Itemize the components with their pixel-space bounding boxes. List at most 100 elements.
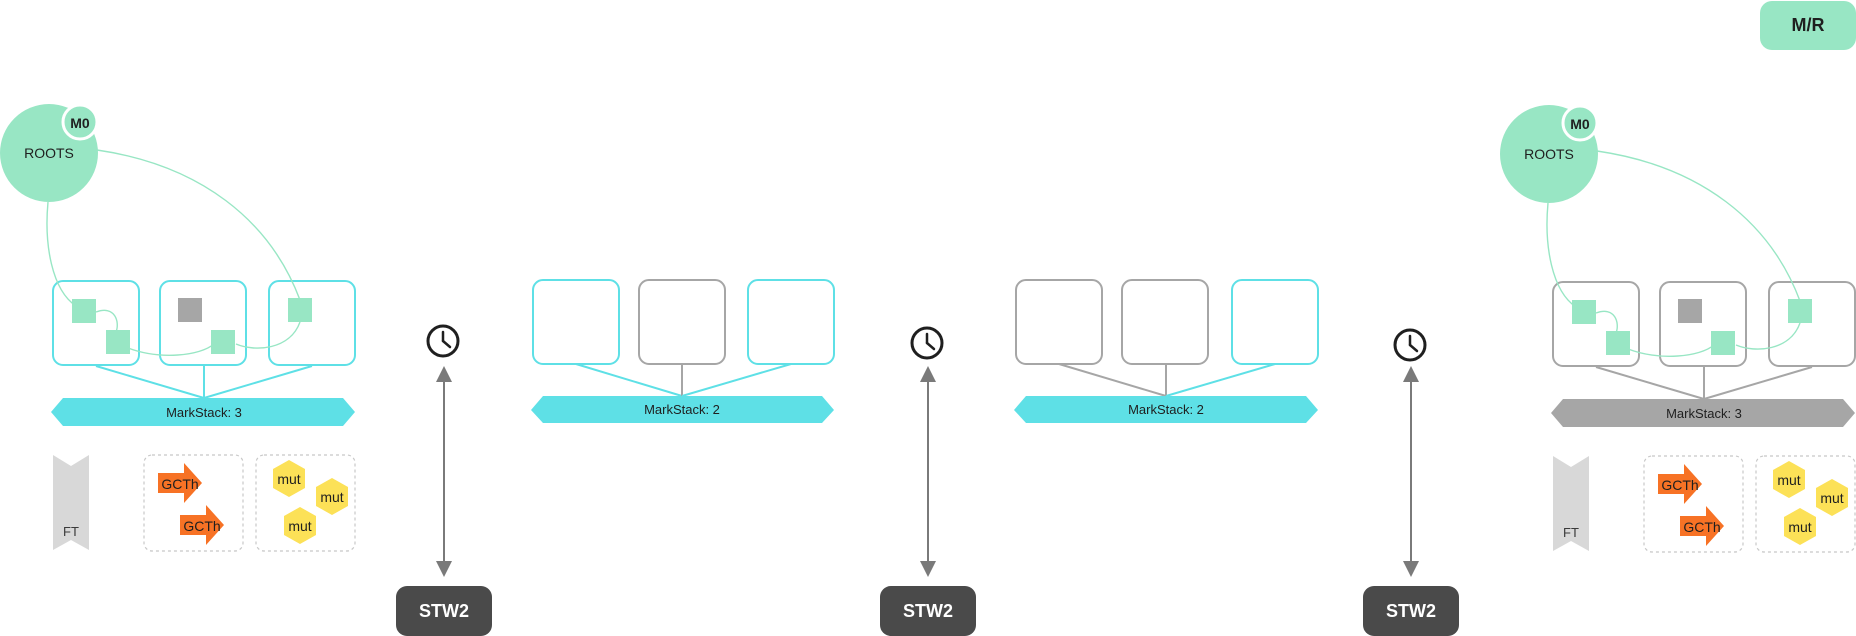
stw2-label: STW2 [903, 601, 953, 621]
clock-icon [910, 326, 944, 360]
stack-connector [1165, 363, 1276, 397]
mutators-box [255, 454, 356, 552]
heap-page-2 [638, 279, 726, 365]
heap-page-2 [1659, 281, 1747, 367]
object-reference [235, 321, 301, 349]
mutator-hex-icon [316, 478, 348, 515]
heap-page-1 [52, 280, 140, 366]
stack-connector [203, 365, 313, 399]
gc-thread-arrow-icon [158, 463, 202, 503]
pause-1: STW2 [396, 324, 492, 636]
mutator-label: mut [1777, 472, 1800, 488]
roots-label: ROOTS [24, 145, 74, 161]
clock-icon [426, 324, 460, 358]
mutator-label: mut [1820, 490, 1843, 506]
panel-1: ROOTS M0 MarkStack: 3 FT GCTh [0, 103, 356, 552]
mutator-hex-icon [284, 507, 316, 544]
root-reference [46, 201, 77, 307]
markstack-bar [51, 398, 355, 426]
object-marked [288, 298, 312, 322]
stack-connector [1595, 366, 1705, 400]
panel-2: MarkStack: 2 [531, 279, 835, 423]
mutator-label: mut [288, 518, 311, 534]
root-reference [1546, 202, 1577, 308]
gc-threads-box [143, 454, 244, 552]
markstack-bar [1551, 399, 1855, 427]
stw2-badge [1363, 586, 1459, 636]
pause-3: STW2 [1363, 328, 1459, 636]
markstack-label: MarkStack: 2 [644, 402, 720, 417]
mutator-hex-icon [1784, 508, 1816, 545]
gc-thread-label: GCTh [161, 476, 198, 492]
heap-page-1 [532, 279, 620, 365]
stack-connector [1058, 363, 1167, 397]
object-reference [127, 343, 215, 356]
stack-connector [575, 363, 683, 397]
markstack-label: MarkStack: 3 [166, 405, 242, 420]
heap-page-3 [1231, 279, 1319, 365]
object-reference [1735, 322, 1801, 350]
mode-badge: M/R [1760, 1, 1856, 50]
pause-2: STW2 [880, 326, 976, 636]
mode-label: M0 [70, 115, 90, 131]
mutator-label: mut [277, 471, 300, 487]
panel-3: MarkStack: 2 [1014, 279, 1319, 423]
markstack-bar [1014, 396, 1318, 423]
root-reference [1596, 150, 1801, 302]
mode-badge-circle [1561, 104, 1599, 142]
object-reference [1627, 344, 1715, 357]
stack-connector [95, 365, 205, 399]
ft-label: FT [63, 524, 79, 539]
panel-4: ROOTS M0 MarkStack: 3 FT GCTh GCTh mut [1500, 104, 1856, 553]
gc-thread-label: GCTh [1661, 477, 1698, 493]
gc-thread-arrow-icon [1680, 506, 1724, 546]
stw2-badge [880, 586, 976, 636]
heap-page-1 [1015, 279, 1103, 365]
gc-thread-arrow-icon [180, 505, 224, 545]
object-marked [211, 330, 235, 354]
markstack-label: MarkStack: 3 [1666, 406, 1742, 421]
mutators-box [1755, 455, 1856, 553]
root-reference [96, 149, 301, 301]
mode-label: M0 [1570, 116, 1590, 132]
stw2-badge [396, 586, 492, 636]
free-table-shape [53, 455, 89, 550]
object-unmarked [178, 298, 202, 322]
object-marked [1788, 299, 1812, 323]
stack-connector [681, 363, 792, 397]
free-table-shape [1553, 456, 1589, 551]
markstack-label: MarkStack: 2 [1128, 402, 1204, 417]
heap-page-2 [1121, 279, 1209, 365]
mutator-label: mut [320, 489, 343, 505]
object-marked [1572, 300, 1596, 324]
clock-icon [1393, 328, 1427, 362]
object-marked [1606, 331, 1630, 355]
stw2-label: STW2 [1386, 601, 1436, 621]
markstack-bar [531, 396, 834, 423]
mode-badge-circle [61, 103, 99, 141]
stack-connector [1703, 366, 1813, 400]
gc-thread-label: GCTh [183, 518, 220, 534]
object-reference [1595, 310, 1618, 334]
object-unmarked [1678, 299, 1702, 323]
heap-page-3 [268, 280, 356, 366]
gc-thread-label: GCTh [1683, 519, 1720, 535]
object-marked [1711, 331, 1735, 355]
mutator-hex-icon [1816, 479, 1848, 516]
roots-label: ROOTS [1524, 146, 1574, 162]
heap-page-1 [1552, 281, 1640, 367]
mutator-hex-icon [273, 460, 305, 497]
heap-page-2 [159, 280, 247, 366]
stw2-label: STW2 [419, 601, 469, 621]
ft-label: FT [1563, 525, 1579, 540]
mutator-hex-icon [1773, 461, 1805, 498]
heap-page-3 [747, 279, 835, 365]
gc-thread-arrow-icon [1658, 464, 1702, 504]
mutator-label: mut [1788, 519, 1811, 535]
object-reference [95, 309, 118, 333]
object-marked [106, 330, 130, 354]
gc-threads-box [1643, 455, 1744, 553]
heap-page-3 [1768, 281, 1856, 367]
object-marked [72, 299, 96, 323]
